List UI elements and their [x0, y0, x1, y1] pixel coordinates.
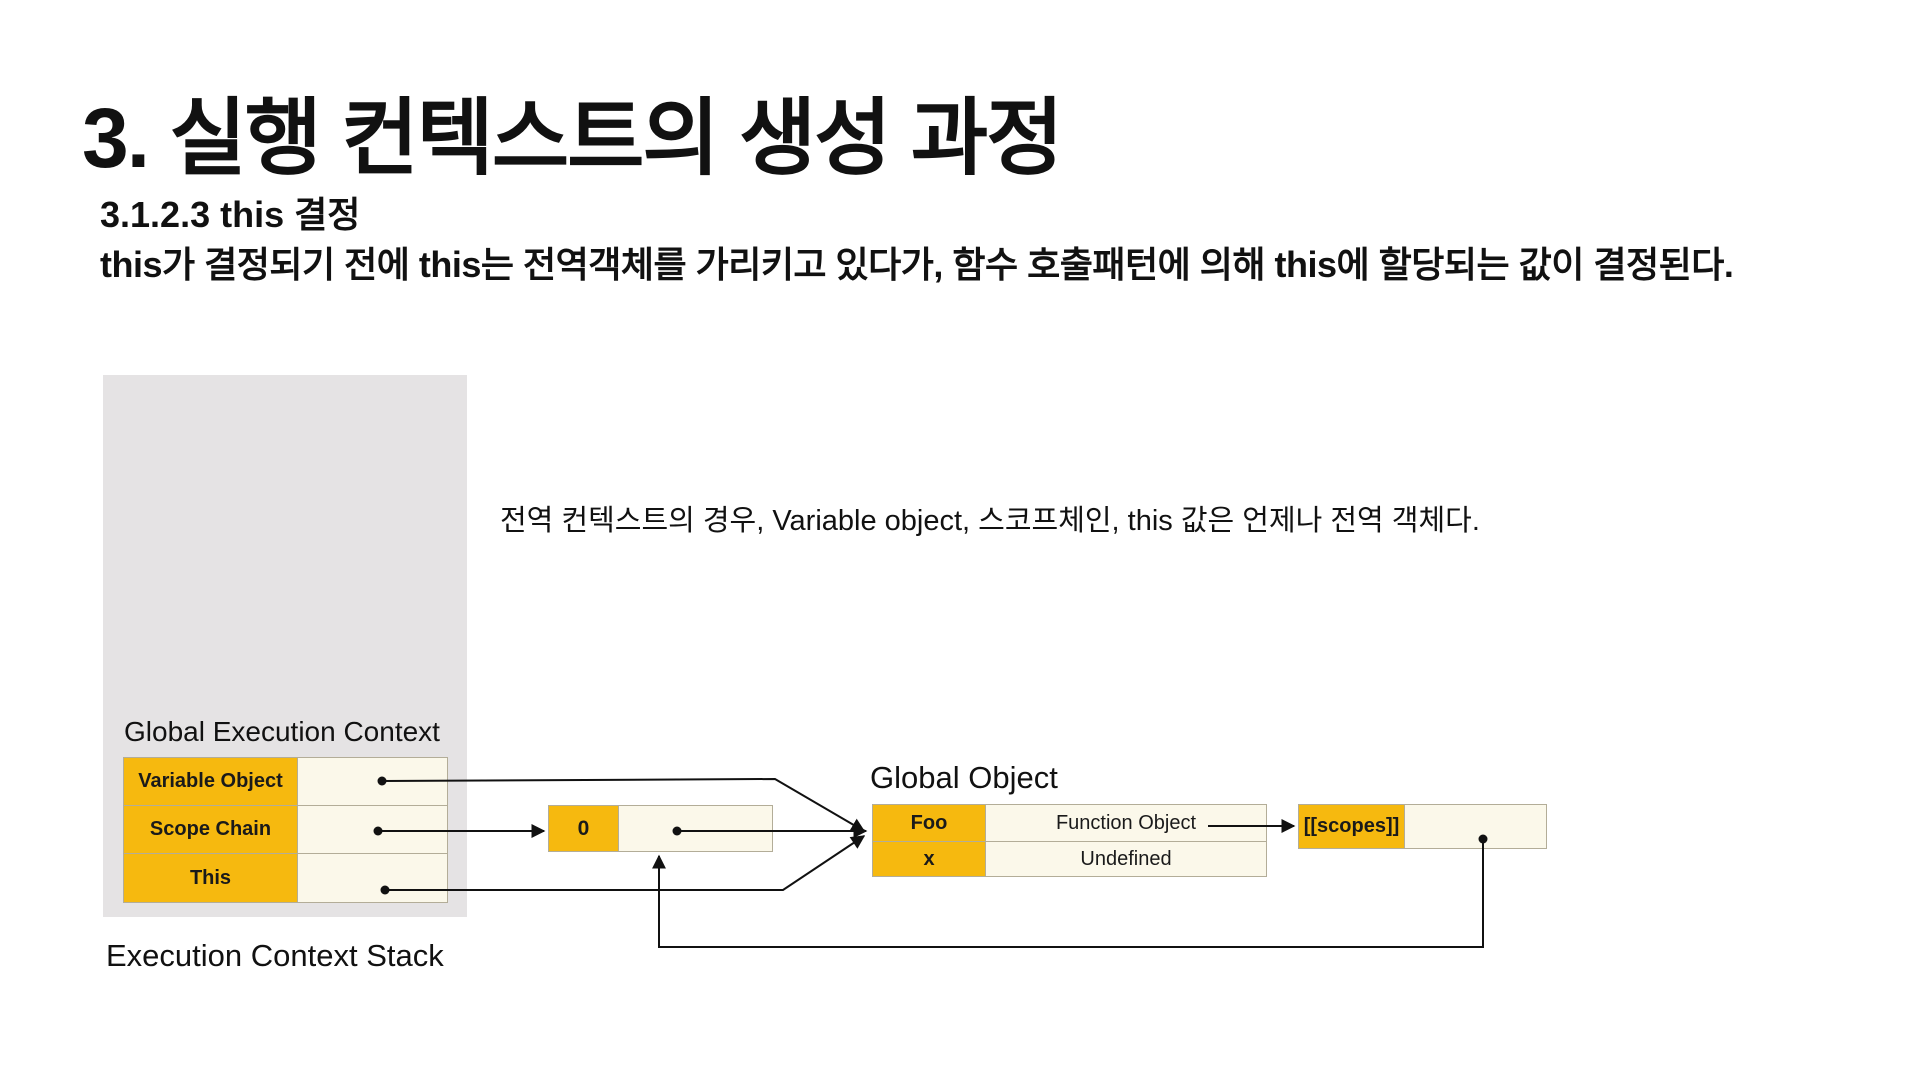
scope-chain-reference	[618, 805, 773, 852]
gec-key-scope-chain: Scope Chain	[123, 805, 298, 854]
scopes-pointer-dot	[1478, 834, 1488, 844]
gec-value-this	[297, 853, 448, 903]
this-pointer-dot	[380, 885, 390, 895]
scope-chain-pointer-dot	[373, 826, 383, 836]
page-title: 3. 실행 컨텍스트의 생성 과정	[82, 91, 1063, 185]
section-description: this가 결정되기 전에 this는 전역객체를 가리키고 있다가, 함수 호…	[100, 244, 1734, 285]
global-object-label: Global Object	[870, 760, 1058, 795]
scope-chain-index: 0	[548, 805, 619, 852]
global-execution-context-label: Global Execution Context	[124, 716, 440, 747]
section-subtitle: 3.1.2.3 this 결정	[100, 194, 361, 235]
function-scopes-key: [[scopes]]	[1298, 804, 1405, 849]
global-object-value-foo: Function Object	[985, 804, 1267, 842]
variable-object-to-global-object-arrow	[381, 777, 866, 832]
execution-context-stack-label: Execution Context Stack	[106, 938, 444, 973]
global-context-note: 전역 컨텍스트의 경우, Variable object, 스코프체인, thi…	[500, 505, 1480, 537]
variable-object-pointer-dot	[377, 776, 387, 786]
list-pointer-dot	[672, 826, 682, 836]
scopes-to-scope-chain-list-arrow	[652, 839, 1484, 948]
this-to-global-object-arrow	[385, 835, 866, 891]
global-object-value-x: Undefined	[985, 841, 1267, 877]
function-scopes-value	[1404, 804, 1547, 849]
gec-value-scope-chain	[297, 805, 448, 854]
gec-key-this: This	[123, 853, 298, 903]
global-object-key-x: x	[872, 841, 986, 877]
